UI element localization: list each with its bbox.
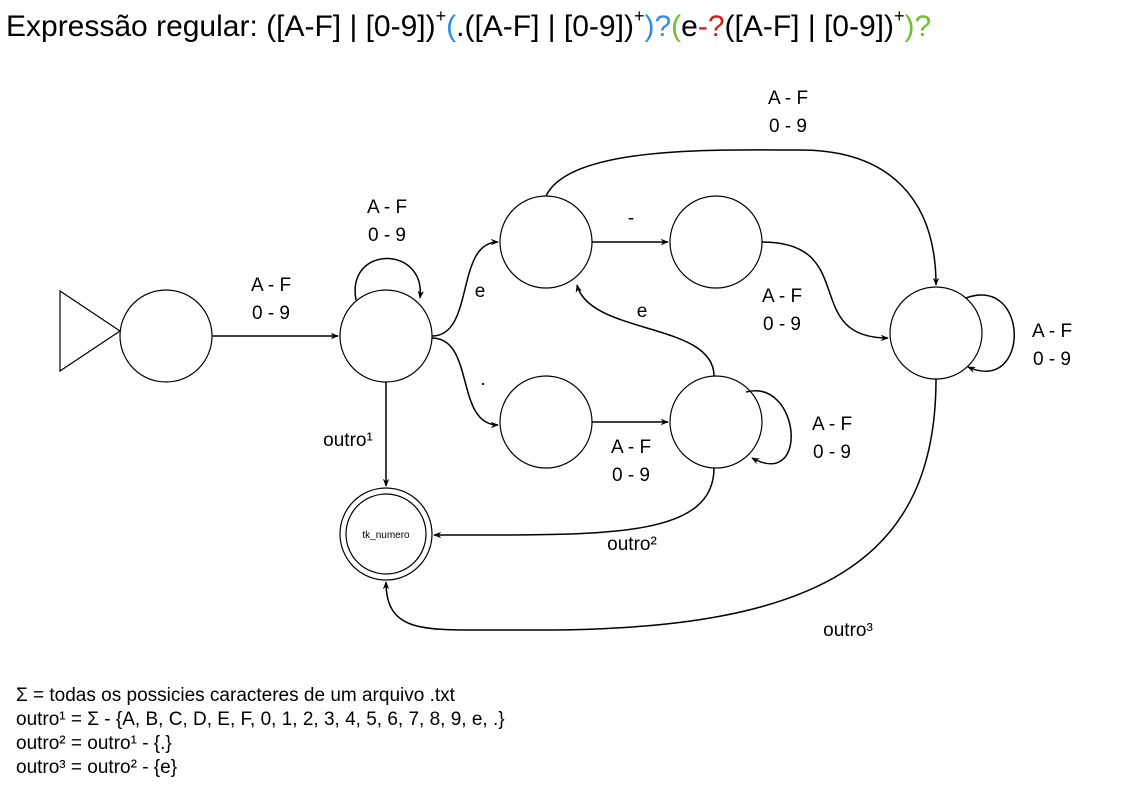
definition-sigma: Σ = todas os possicies caracteres de um … bbox=[16, 685, 455, 706]
label-s4-s6-line1: A - F bbox=[762, 286, 802, 307]
final-state-label: tk_numero bbox=[362, 530, 410, 541]
label-s1-loop-line1: A - F bbox=[367, 197, 407, 218]
label-s2-s6-line1: A - F bbox=[768, 88, 808, 109]
label-s4-s6-line2: 0 - 9 bbox=[763, 314, 801, 335]
edge-s1-s2 bbox=[431, 238, 499, 337]
edge-s6-final bbox=[382, 378, 937, 631]
label-s3-s5-line2: 0 - 9 bbox=[612, 465, 650, 486]
regex-title: Expressão regular: ([A-F] | [0-9])+(.([A… bbox=[6, 7, 932, 44]
edge-s5-loop bbox=[745, 390, 792, 465]
label-s0-s1-line1: A - F bbox=[251, 275, 291, 296]
label-s5-final: outro² bbox=[607, 534, 657, 555]
label-s1-final: outro¹ bbox=[323, 430, 373, 451]
definition-outro2: outro² = outro¹ - {.} bbox=[16, 733, 172, 754]
edge-s1-loop bbox=[354, 257, 424, 301]
label-s5-loop-line1: A - F bbox=[812, 414, 852, 435]
state-s1 bbox=[339, 289, 433, 383]
label-s5-s2: e bbox=[637, 301, 648, 322]
regex-part-2-body: .([A-F] | [0-9]) bbox=[456, 10, 634, 43]
label-s0-s1-line2: 0 - 9 bbox=[252, 303, 290, 324]
regex-part-3-open: ( bbox=[671, 10, 682, 43]
definitions: Σ = todas os possicies caracteres de um … bbox=[16, 684, 505, 780]
edge-s1-s3 bbox=[431, 337, 499, 429]
start-triangle bbox=[59, 289, 122, 373]
label-s6-loop-line2: 0 - 9 bbox=[1033, 349, 1071, 370]
regex-prefix: Expressão regular: bbox=[6, 10, 267, 43]
regex-part-1: ([A-F] | [0-9]) bbox=[266, 10, 436, 43]
label-s3-s5-line1: A - F bbox=[611, 437, 651, 458]
label-s1-s3: . bbox=[480, 369, 485, 390]
label-s2-s4: - bbox=[628, 208, 634, 229]
state-s4 bbox=[669, 195, 763, 289]
state-s5 bbox=[669, 375, 763, 469]
label-s5-loop-line2: 0 - 9 bbox=[813, 442, 851, 463]
label-s6-loop-line1: A - F bbox=[1032, 321, 1072, 342]
edge-s6-loop bbox=[965, 294, 1015, 373]
label-s2-s6-line2: 0 - 9 bbox=[769, 116, 807, 137]
label-s1-loop-line2: 0 - 9 bbox=[368, 225, 406, 246]
edge-s5-final bbox=[433, 467, 715, 539]
regex-part-3-body: ([A-F] | [0-9]) bbox=[724, 10, 894, 43]
state-s6 bbox=[889, 286, 983, 380]
regex-part-3-minus: -? bbox=[697, 10, 725, 43]
regex-part-3-close: )? bbox=[904, 10, 932, 43]
label-s1-s2: e bbox=[475, 281, 486, 302]
regex-part-2-open: ( bbox=[446, 10, 457, 43]
edge-s5-s2 bbox=[575, 284, 715, 377]
regex-plus-2: + bbox=[633, 6, 645, 26]
state-s0 bbox=[119, 289, 213, 383]
regex-part-2-close: )? bbox=[644, 10, 672, 43]
state-s3 bbox=[499, 375, 593, 469]
edge-s4-s6 bbox=[761, 241, 889, 342]
regex-plus-3: + bbox=[893, 6, 905, 26]
regex-part-3-e: e bbox=[681, 10, 698, 43]
edge-s2-s6 bbox=[545, 149, 940, 286]
state-final-tk-numero: tk_numero bbox=[339, 487, 433, 581]
definition-outro3: outro³ = outro² - {e} bbox=[16, 757, 178, 778]
definition-outro1: outro¹ = Σ - {A, B, C, D, E, F, 0, 1, 2,… bbox=[16, 709, 505, 730]
regex-plus-1: + bbox=[435, 6, 447, 26]
state-s2 bbox=[499, 195, 593, 289]
label-s6-final: outro³ bbox=[823, 620, 873, 641]
